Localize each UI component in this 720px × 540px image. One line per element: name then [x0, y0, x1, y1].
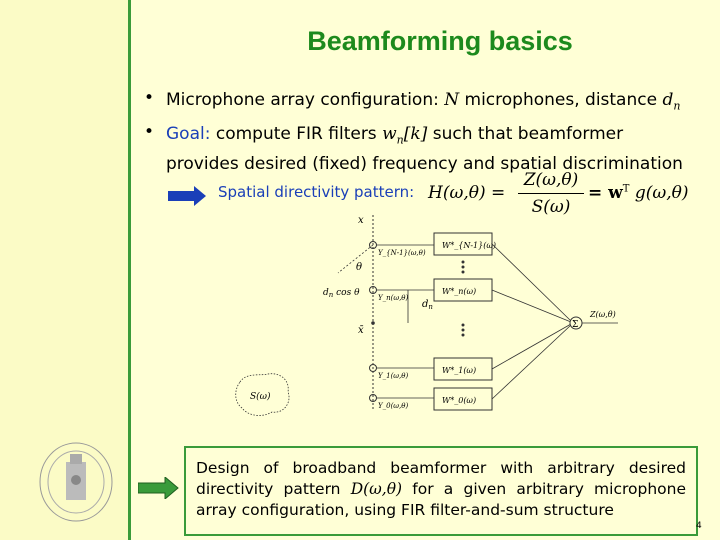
page-number: 4: [696, 521, 702, 531]
beamformer-diagram: x θ dn cos θ dn x̄ Y_{N-1}(ω,θ) Y_n(ω,θ)…: [323, 215, 618, 411]
ellipsis-dot: [461, 265, 465, 269]
box-d-symbol: D(ω,θ): [350, 480, 403, 498]
box-text-1: Design of broadband beamformer with arbi…: [196, 459, 686, 498]
formula-rhs-tail: g(ω,θ): [629, 183, 689, 203]
formula-rhs-sup: T: [622, 183, 630, 195]
dn-cos-label: dn cos θ: [323, 288, 360, 299]
ellipsis-dot: [461, 270, 465, 274]
sum-line: [491, 289, 572, 323]
left-band: [0, 0, 128, 540]
source-outline: [235, 373, 290, 416]
ellipsis-dot: [461, 323, 465, 327]
bullet-1-rest: microphones, distance: [459, 90, 663, 110]
design-goal-box: Design of broadband beamformer with arbi…: [184, 446, 698, 536]
goal-label: Goal:: [166, 124, 211, 144]
vertical-rule: [128, 0, 131, 540]
bullet-dot: •: [144, 122, 155, 142]
dn-sub: n: [428, 303, 433, 311]
bullet-1-n: N: [444, 90, 460, 110]
bullet-1-dn: d: [662, 90, 674, 110]
array-reference-point: [371, 321, 375, 325]
sum-line: [491, 323, 572, 370]
mic-signal-label: Y_0(ω,θ): [378, 402, 408, 410]
sum-line: [491, 243, 572, 322]
filter-label: W*_n(ω): [442, 287, 476, 296]
sum-line: [491, 324, 572, 400]
fraction-bar: [518, 193, 584, 194]
bullet-2-k: [k]: [403, 124, 428, 144]
dn-label: dn: [422, 299, 433, 311]
bullet-2-line2: provides desired (fixed) frequency and s…: [166, 154, 683, 175]
bullet-2-w-sub: n: [396, 133, 404, 147]
formula-lhs: H(ω,θ) =: [428, 183, 506, 203]
arrow-icon: [138, 477, 179, 499]
mic-signal-label: Y_n(ω,θ): [378, 294, 409, 302]
dn-cos-sub: n: [329, 291, 334, 299]
bullet-2-part1: compute FIR filters: [210, 124, 383, 144]
output-label: Z(ω,θ): [589, 310, 616, 319]
bullet-2-w: w: [382, 124, 397, 144]
dn-cos-d: d: [323, 288, 329, 298]
x-bar-label: x̄: [358, 325, 364, 336]
filter-label: W*_1(ω): [442, 366, 476, 375]
filter-label: W*_{N-1}(ω): [442, 241, 496, 250]
bullet-1-main: Microphone array configuration:: [166, 90, 445, 110]
bullet-dot: •: [144, 88, 155, 108]
wave-direction: [337, 244, 374, 274]
filter-label: W*_0(ω): [442, 396, 476, 405]
formula-rhs-w: = w: [588, 183, 623, 203]
ellipsis-dot: [461, 333, 465, 337]
bullet-1-text: Microphone array configuration: N microp…: [166, 88, 720, 118]
source-label: S(ω): [250, 391, 271, 402]
dn-cos-tail: cos θ: [333, 288, 360, 298]
university-seal-icon: [39, 442, 113, 522]
sound-source: S(ω): [235, 373, 290, 416]
ellipsis-dot: [461, 328, 465, 332]
formula-numerator: Z(ω,θ): [523, 170, 579, 190]
design-goal-text: Design of broadband beamformer with arbi…: [196, 458, 686, 521]
spatial-directivity-label: Spatial directivity pattern:: [218, 183, 415, 201]
mic-signal-label: Y_{N-1}(ω,θ): [378, 249, 426, 257]
bullet-2-text: Goal: compute FIR filters wn[k] such tha…: [166, 122, 720, 177]
mic-signal-label: Y_1(ω,θ): [378, 372, 408, 380]
formula-rhs: = wT g(ω,θ): [588, 183, 689, 203]
formula-denominator: S(ω): [531, 197, 571, 217]
ellipsis-dot: [461, 260, 465, 264]
bullet-1-dn-sub: n: [673, 99, 681, 113]
sum-symbol: Σ: [572, 320, 578, 330]
theta-label: θ: [356, 262, 362, 273]
dn-d: d: [422, 299, 428, 310]
arrow-icon: [168, 186, 206, 206]
box-text-2: for a given arbitrary microphone array c…: [196, 480, 686, 519]
x-axis-label: x: [358, 215, 364, 226]
slide-title: Beamforming basics: [307, 26, 573, 56]
bullet-2-part2: such that beamformer: [427, 124, 624, 144]
